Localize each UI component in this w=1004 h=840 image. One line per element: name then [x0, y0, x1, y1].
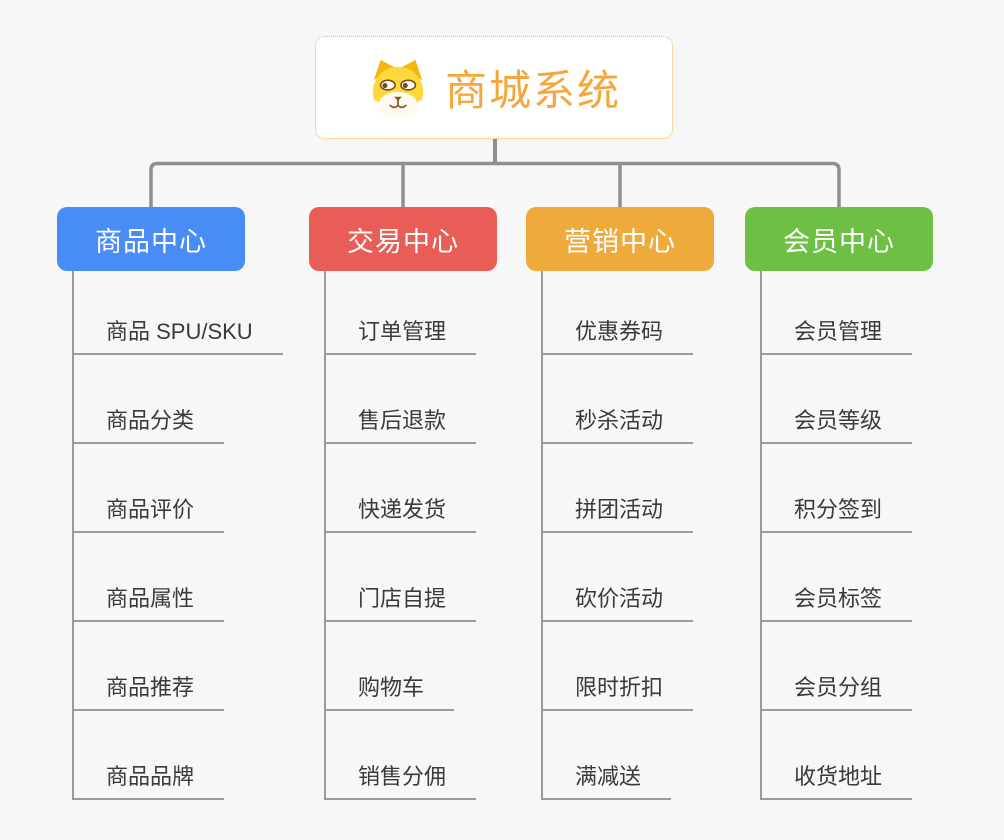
branch-node-trade[interactable]: 交易中心	[309, 207, 497, 271]
leaf-node[interactable]: 收货地址	[760, 711, 913, 800]
branch-marketing: 营销中心 优惠券码 秒杀活动 拼团活动 砍价活动 限时折扣 满减送	[526, 207, 714, 800]
branch-leaves: 优惠券码 秒杀活动 拼团活动 砍价活动 限时折扣 满减送	[541, 266, 694, 800]
leaf-node[interactable]: 会员等级	[760, 355, 913, 444]
leaf-node[interactable]: 拼团活动	[541, 444, 694, 533]
root-node[interactable]: 商城系统	[315, 36, 673, 139]
branch-trade: 交易中心 订单管理 售后退款 快递发货 门店自提 购物车 销售分佣	[309, 207, 497, 800]
root-title: 商城系统	[444, 67, 621, 114]
branch-trunk-line	[324, 271, 326, 800]
branch-leaves: 会员管理 会员等级 积分签到 会员标签 会员分组 收货地址	[760, 266, 913, 800]
leaf-node[interactable]: 满减送	[541, 711, 672, 800]
branch-leaves: 订单管理 售后退款 快递发货 门店自提 购物车 销售分佣	[324, 266, 477, 800]
leaf-node[interactable]: 商品 SPU/SKU	[72, 266, 283, 355]
branch-trunk-line	[541, 271, 543, 800]
leaf-node[interactable]: 会员管理	[760, 266, 913, 355]
leaf-node[interactable]: 会员分组	[760, 622, 913, 711]
branch-members: 会员中心 会员管理 会员等级 积分签到 会员标签 会员分组 收货地址	[745, 207, 933, 800]
branch-node-marketing[interactable]: 营销中心	[526, 207, 714, 271]
branch-trunk-line	[72, 271, 74, 800]
leaf-node[interactable]: 限时折扣	[541, 622, 694, 711]
branch-products: 商品中心 商品 SPU/SKU 商品分类 商品评价 商品属性 商品推荐 商品品牌	[57, 207, 283, 800]
branch-node-products[interactable]: 商品中心	[57, 207, 245, 271]
leaf-node[interactable]: 秒杀活动	[541, 355, 694, 444]
leaf-node[interactable]: 商品分类	[72, 355, 225, 444]
leaf-node[interactable]: 订单管理	[324, 266, 477, 355]
dog-face-icon	[367, 57, 429, 119]
leaf-node[interactable]: 积分签到	[760, 444, 913, 533]
branch-node-members[interactable]: 会员中心	[745, 207, 933, 271]
leaf-node[interactable]: 商品属性	[72, 533, 225, 622]
leaf-node[interactable]: 优惠券码	[541, 266, 694, 355]
leaf-node[interactable]: 会员标签	[760, 533, 913, 622]
leaf-node[interactable]: 商品品牌	[72, 711, 225, 800]
leaf-node[interactable]: 砍价活动	[541, 533, 694, 622]
branch-leaves: 商品 SPU/SKU 商品分类 商品评价 商品属性 商品推荐 商品品牌	[72, 266, 283, 800]
leaf-node[interactable]: 销售分佣	[324, 711, 477, 800]
leaf-node[interactable]: 商品推荐	[72, 622, 225, 711]
leaf-node[interactable]: 商品评价	[72, 444, 225, 533]
leaf-node[interactable]: 快递发货	[324, 444, 477, 533]
branch-trunk-line	[760, 271, 762, 800]
leaf-node[interactable]: 售后退款	[324, 355, 477, 444]
leaf-node[interactable]: 门店自提	[324, 533, 477, 622]
leaf-node[interactable]: 购物车	[324, 622, 455, 711]
